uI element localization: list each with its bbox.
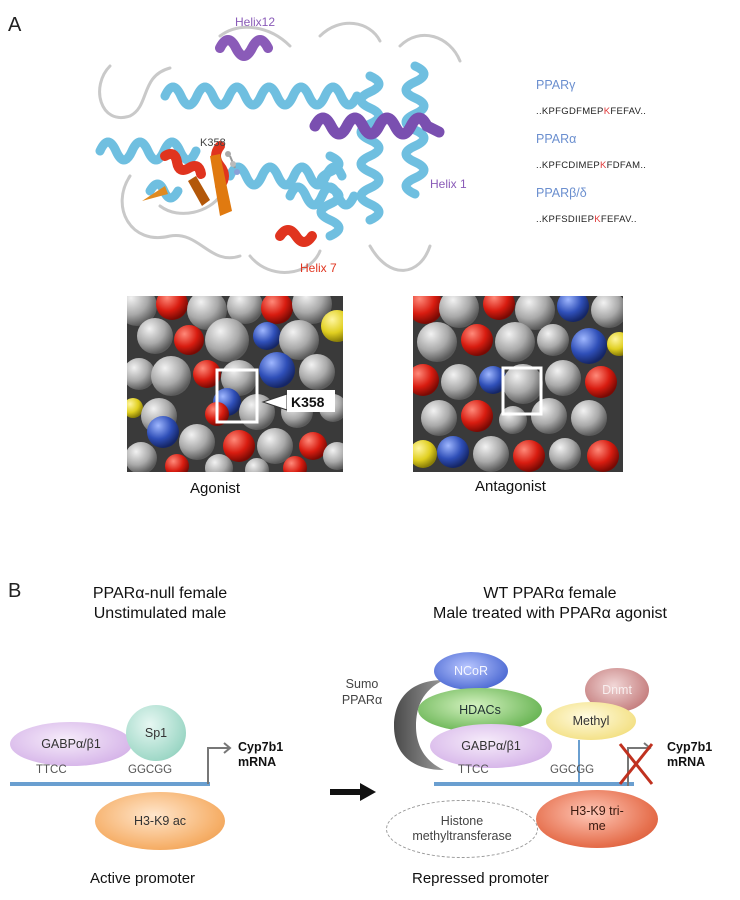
transcription-start-arrow-icon <box>207 742 232 784</box>
helix1-label: Helix 1 <box>430 177 467 191</box>
h3k9-trime-line1: H3-K9 tri- <box>570 804 624 818</box>
seq-gamma: ..KPFGDFMEPKFEFAV.. <box>536 106 647 117</box>
seq-name-alpha: PPARα <box>536 132 577 146</box>
dna-strand-right <box>434 782 634 786</box>
hmt-line1: Histone <box>440 814 484 828</box>
site-ggcgg-right: GGCGG <box>550 764 595 776</box>
ppar-alpha-label: PPARα <box>341 693 383 707</box>
histone-h3k9-trime: H3-K9 tri- me <box>536 790 658 848</box>
helix7-label: Helix 7 <box>300 261 337 275</box>
left-title-line2: Unstimulated male <box>93 605 227 622</box>
k358-sidechain <box>225 151 240 175</box>
sumo-ppar-crescent <box>394 680 444 770</box>
sp1-factor: Sp1 <box>126 705 186 761</box>
seq-name-beta-delta: PPARβ/δ <box>536 186 587 200</box>
mrna-label-right: mRNA <box>667 755 706 769</box>
dna-strand-left <box>10 782 210 786</box>
histone-h3k9-ac: H3-K9 ac <box>95 792 225 850</box>
cyp7b1-label-left: Cyp7b1 <box>238 740 284 754</box>
h3k9-trime-line2: me <box>588 819 606 833</box>
helix12-ribbon <box>215 35 273 61</box>
helix1-ribbon <box>309 112 445 140</box>
beta-strands <box>142 154 232 216</box>
active-promoter-caption: Active promoter <box>90 870 196 887</box>
ppar-ribbon-structure: K358 Helix12 Helix 1 Helix 7 <box>95 15 467 275</box>
sumo-ppar-label: Sumo PPARα <box>340 676 384 708</box>
repressed-promoter-caption: Repressed promoter <box>412 870 549 887</box>
methyl-tether-line <box>578 740 580 782</box>
seq-beta-delta: ..KPFSDIIEPKFEFAV.. <box>536 214 637 225</box>
antagonist-caption: Antagonist <box>475 478 546 495</box>
panel-a-letter: A <box>8 14 22 36</box>
antagonist-highlight-box <box>501 366 543 416</box>
right-title-line2: Male treated with PPARα agonist <box>433 605 667 622</box>
cyp7b1-mrna-right: Cyp7b1 mRNA <box>667 740 712 770</box>
right-title: WT PPARα female Male treated with PPARα … <box>400 584 700 624</box>
helix12-label: Helix12 <box>235 15 275 29</box>
antagonist-surface-image <box>413 296 623 472</box>
gabp-complex-left: GABPα/β1 <box>10 722 132 766</box>
cyp7b1-label-right: Cyp7b1 <box>667 740 713 754</box>
mrna-label-left: mRNA <box>238 755 277 769</box>
sumo-label: Sumo <box>345 677 379 691</box>
agonist-highlight-box <box>215 368 259 424</box>
blocked-transcription-icon <box>618 742 654 786</box>
agonist-caption: Agonist <box>190 480 241 497</box>
left-title-line1: PPARα-null female <box>92 585 228 602</box>
right-title-line1: WT PPARα female <box>483 585 617 602</box>
hmt-line2: methyltransferase <box>412 829 512 843</box>
gabp-complex-right: GABPα/β1 <box>430 724 552 768</box>
ncor-corepressor: NCoR <box>434 652 508 690</box>
site-ttcc-left: TTCC <box>36 764 67 776</box>
hdacs-complex: HDACs <box>418 688 542 732</box>
k358-label: K358 <box>200 137 226 149</box>
seq-alpha: ..KPFCDIMEPKFDFAM.. <box>536 160 647 171</box>
cyp7b1-mrna-left: Cyp7b1 mRNA <box>238 740 283 770</box>
agonist-surface-image: K358 <box>127 296 343 472</box>
site-ttcc-right: TTCC <box>458 764 489 776</box>
transition-arrow-icon <box>330 783 376 801</box>
histone-methyltransferase: Histone methyltransferase <box>386 800 538 858</box>
panel-b-letter: B <box>8 580 22 602</box>
agonist-k358-callout: K358 <box>291 394 325 410</box>
seq-name-gamma: PPARγ <box>536 78 576 92</box>
methyl-group: Methyl <box>546 702 636 740</box>
loop-regions <box>98 21 462 274</box>
site-ggcgg-left: GGCGG <box>128 764 173 776</box>
main-helices <box>95 61 429 241</box>
left-title: PPARα-null female Unstimulated male <box>60 584 260 624</box>
